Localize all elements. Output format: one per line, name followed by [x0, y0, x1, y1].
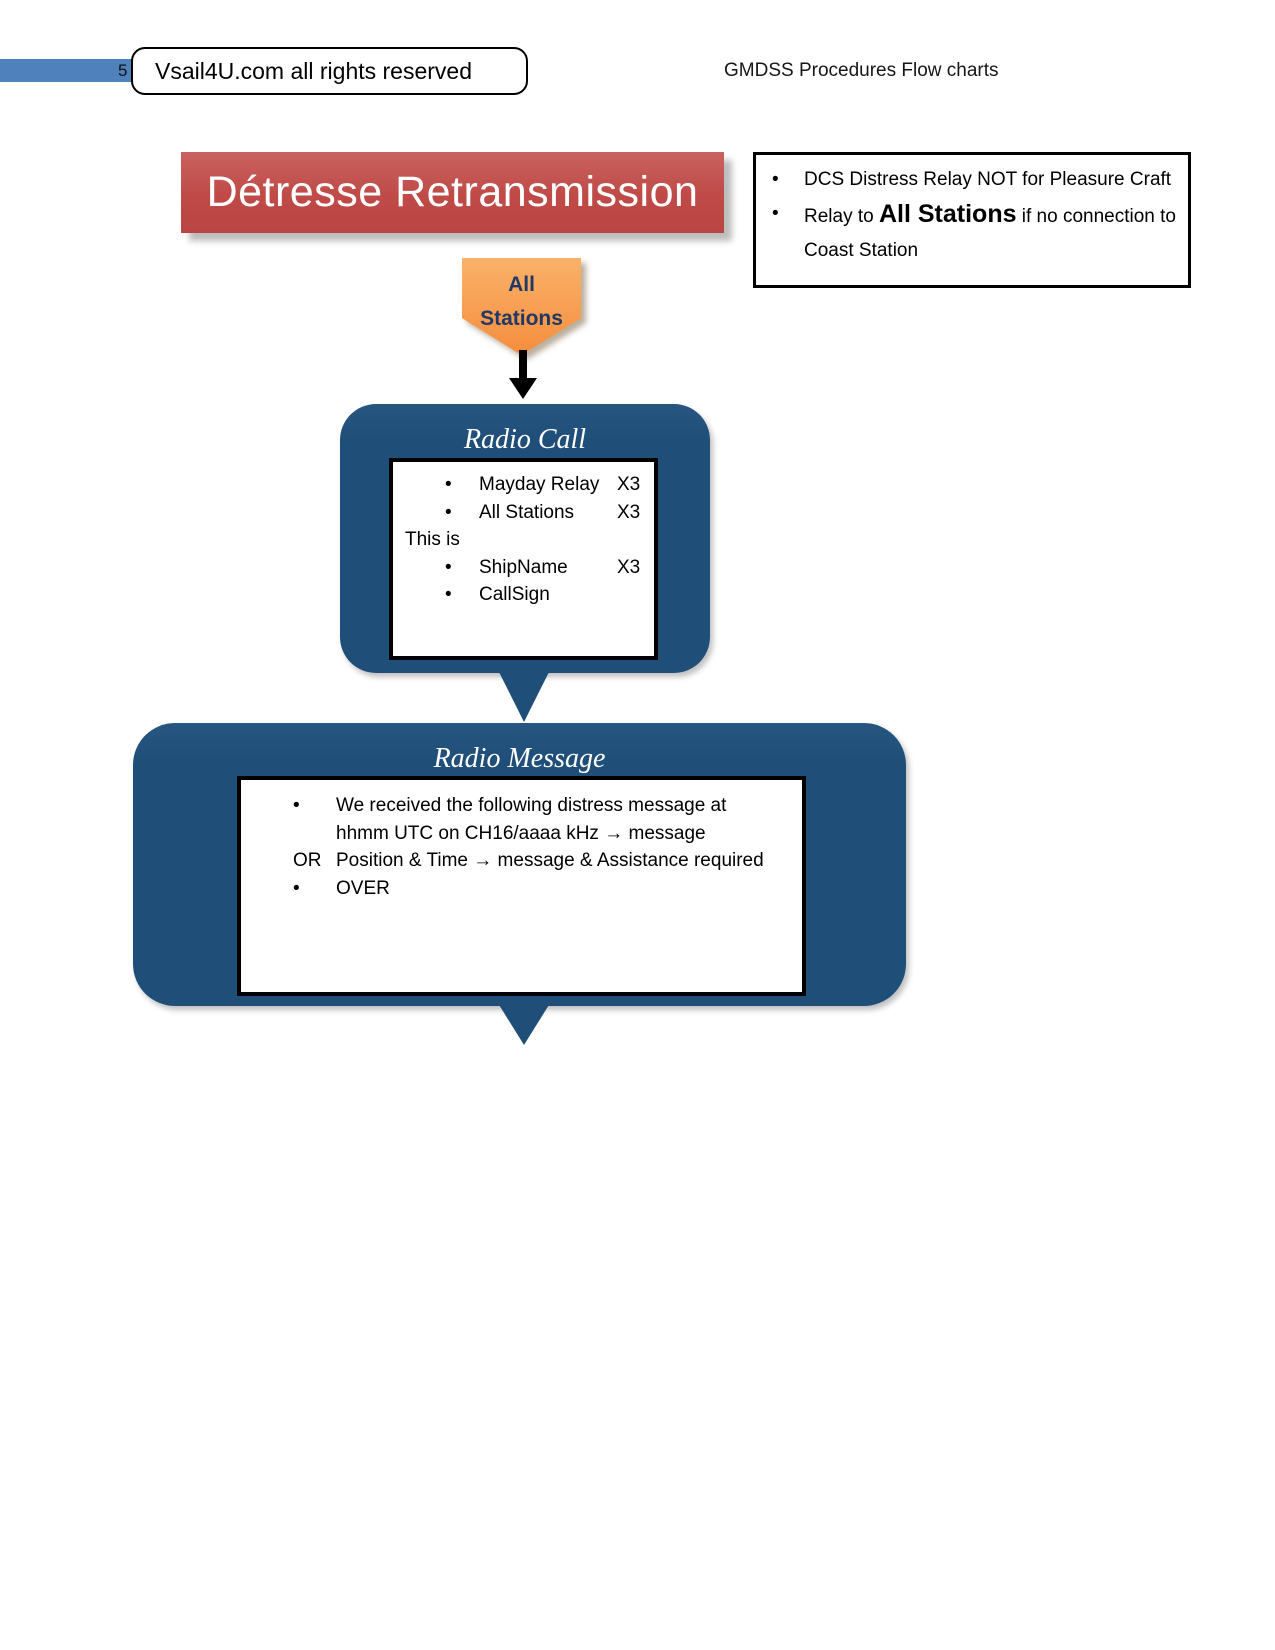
note-text-2-pre: Relay to	[804, 206, 879, 227]
radio-call-box: Radio Call • Mayday Relay X3 • All Stati…	[340, 404, 710, 673]
radio-call-row: This is	[405, 526, 654, 554]
note-text-2-post: if no connection to Coast Station	[804, 206, 1176, 261]
note-text-2: Relay to All Stations if no connection t…	[804, 197, 1180, 268]
radio-call-row: • Mayday Relay X3	[405, 471, 654, 499]
note-row-1: • DCS Distress Relay NOT for Pleasure Cr…	[772, 163, 1180, 197]
radio-message-item: Position & Time → message & Assistance r…	[336, 850, 764, 871]
radio-call-panel: • Mayday Relay X3 • All Stations X3 This…	[389, 458, 658, 660]
header-accent-bar	[0, 59, 137, 82]
note-text-1: DCS Distress Relay NOT for Pleasure Craf…	[804, 169, 1172, 190]
page-number: 5	[118, 61, 128, 80]
bullet-icon: •	[445, 474, 452, 495]
bullet-icon: •	[445, 556, 452, 578]
repeat-count: X3	[617, 474, 641, 495]
down-arrow-shaft	[519, 350, 527, 381]
radio-call-item: ShipName	[479, 556, 568, 578]
copyright-text: Vsail4U.com all rights reserved	[155, 57, 473, 84]
radio-call-item: Mayday Relay	[479, 474, 600, 495]
bullet-icon: •	[293, 877, 300, 899]
start-shape-wrapper: All Stations	[462, 258, 581, 355]
bullet-icon: •	[772, 169, 779, 190]
title-banner: Détresse Retransmission	[181, 152, 724, 233]
note-row-2: • Relay to All Stations if no connection…	[772, 197, 1180, 268]
radio-message-box: Radio Message • We received the followin…	[133, 723, 906, 1006]
start-label-line1: All	[508, 273, 535, 296]
bullet-icon: •	[772, 203, 779, 224]
down-arrow-head-icon	[509, 378, 537, 399]
bullet-icon: •	[445, 501, 452, 523]
copyright-box: Vsail4U.com all rights reserved	[131, 47, 528, 95]
radio-call-item: This is	[405, 529, 460, 550]
repeat-count: X3	[617, 556, 641, 578]
connector-tab-icon	[496, 666, 552, 722]
radio-message-item: We received the following distress messa…	[336, 795, 727, 844]
header-title: GMDSS Procedures Flow charts	[724, 60, 999, 81]
repeat-count: X3	[617, 501, 641, 523]
start-label-line2: Stations	[480, 307, 563, 330]
radio-call-item: All Stations	[479, 501, 575, 523]
page-title: Détresse Retransmission	[206, 168, 699, 216]
radio-message-title: Radio Message	[433, 743, 606, 774]
radio-message-row: • We received the following distress mes…	[255, 792, 802, 847]
or-prefix: OR	[293, 850, 322, 871]
note-text-2-bold: All Stations	[878, 200, 1017, 228]
radio-call-title: Radio Call	[463, 424, 587, 455]
radio-message-panel: • We received the following distress mes…	[237, 776, 806, 996]
notes-box: • DCS Distress Relay NOT for Pleasure Cr…	[753, 152, 1191, 288]
all-stations-start-shape: All Stations	[462, 258, 581, 355]
radio-call-row: • CallSign	[405, 581, 654, 609]
radio-message-item: OVER	[336, 877, 390, 899]
bullet-icon: •	[293, 795, 300, 816]
radio-call-row: • All Stations X3	[405, 499, 654, 527]
radio-call-item: CallSign	[479, 584, 550, 605]
radio-message-row: OR Position & Time → message & Assistanc…	[255, 847, 802, 875]
radio-call-row: • ShipName X3	[405, 554, 654, 582]
connector-tab-icon	[496, 1000, 552, 1045]
radio-message-row: • OVER	[255, 875, 802, 903]
bullet-icon: •	[445, 584, 452, 605]
